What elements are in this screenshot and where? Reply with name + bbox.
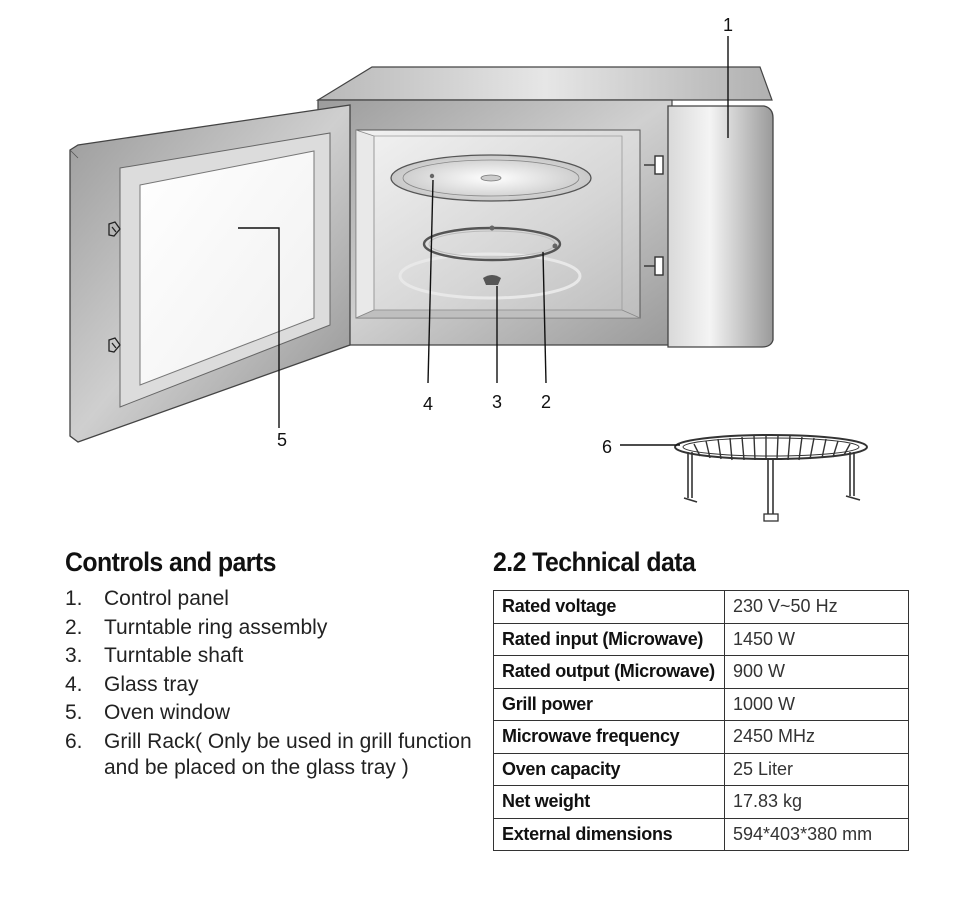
grill-rack [674, 434, 868, 522]
item-text: Grill Rack( Only be used in grill functi… [104, 729, 472, 779]
callout-3: 3 [492, 392, 502, 412]
list-item: 3. Turntable shaft [65, 643, 475, 669]
callout-6: 6 [602, 437, 612, 457]
spec-label: External dimensions [493, 817, 725, 851]
technical-heading: 2.2 Technical data [493, 547, 696, 577]
leader-lines [238, 36, 729, 446]
spec-label: Rated output (Microwave) [493, 655, 725, 689]
spec-value: 1450 W [724, 622, 909, 656]
glass-tray [390, 154, 592, 202]
item-text: Glass tray [104, 672, 199, 696]
door-latch-slots [644, 155, 664, 276]
spec-label: Net weight [493, 785, 725, 819]
list-item: 4. Glass tray [65, 672, 475, 698]
list-item: 6. Grill Rack( Only be used in grill fun… [65, 729, 475, 781]
list-item: 1. Control panel [65, 586, 475, 612]
parts-heading: Controls and parts [65, 547, 276, 577]
callout-4: 4 [423, 394, 433, 414]
item-number: 2. [65, 615, 83, 639]
list-item: 2. Turntable ring assembly [65, 615, 475, 641]
item-text: Turntable ring assembly [104, 615, 328, 639]
table-row: Grill power 1000 W [493, 687, 909, 721]
table-row: Rated output (Microwave) 900 W [493, 655, 909, 689]
spec-label: Oven capacity [493, 752, 725, 786]
door-latch-hooks [108, 221, 121, 353]
turntable-ring [422, 225, 562, 262]
microwave-diagram: 1 2 3 4 5 6 [69, 15, 868, 522]
spec-value: 900 W [724, 655, 909, 689]
table-row: Oven capacity 25 Liter [493, 752, 909, 786]
spec-label: Rated voltage [493, 590, 725, 624]
item-text: Control panel [104, 587, 229, 610]
spec-value: 17.83 kg [724, 785, 909, 819]
spec-value: 230 V~50 Hz [724, 590, 909, 624]
table-row: External dimensions 594*403*380 mm [493, 817, 909, 851]
spec-value: 594*403*380 mm [724, 817, 909, 851]
callout-2: 2 [541, 392, 551, 412]
turntable-shaft [483, 275, 501, 285]
spec-label: Rated input (Microwave) [493, 622, 725, 656]
item-number: 5. [65, 701, 83, 725]
item-text: Turntable shaft [104, 644, 244, 668]
spec-label: Grill power [493, 687, 725, 721]
item-text: Oven window [104, 701, 231, 725]
control-panel [667, 105, 774, 348]
item-number: 4. [65, 672, 83, 696]
table-row: Rated voltage 230 V~50 Hz [493, 590, 909, 624]
spec-value: 2450 MHz [724, 720, 909, 754]
oven-door [69, 104, 351, 443]
parts-list: 1. Control panel 2. Turntable ring assem… [65, 586, 475, 784]
technical-data-table: Rated voltage 230 V~50 Hz Rated input (M… [493, 590, 909, 851]
callout-1: 1 [723, 15, 733, 35]
spec-label: Microwave frequency [493, 720, 725, 754]
callout-5: 5 [277, 430, 287, 450]
spec-value: 1000 W [724, 687, 909, 721]
table-row: Microwave frequency 2450 MHz [493, 720, 909, 754]
item-number: 6. [65, 729, 83, 753]
spec-value: 25 Liter [724, 752, 909, 786]
table-row: Rated input (Microwave) 1450 W [493, 622, 909, 656]
item-number: 1. [65, 587, 83, 610]
list-item: 5. Oven window [65, 700, 475, 726]
item-number: 3. [65, 644, 83, 668]
table-row: Net weight 17.83 kg [493, 785, 909, 819]
